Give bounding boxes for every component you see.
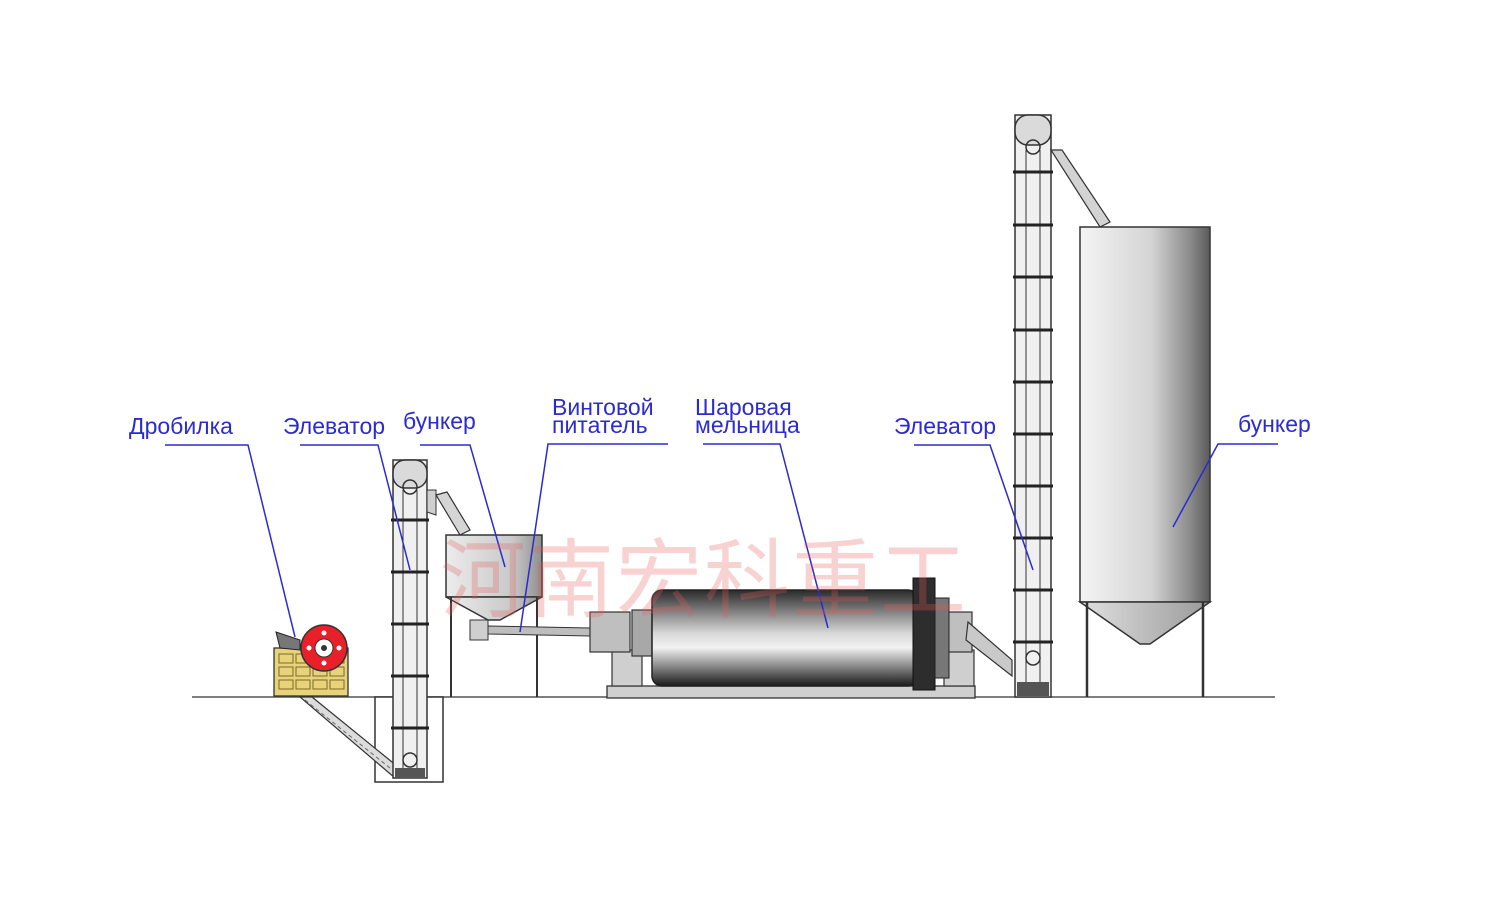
watermark: 河南宏科重工 [440, 531, 968, 631]
hopper-1 [445, 534, 543, 697]
label-crusher: Дробилка [129, 413, 233, 439]
label-hopper-1: бункер [403, 408, 476, 434]
label-elevator-2: Элеватор [894, 413, 997, 439]
label-screw-feeder-line1: Винтовой [552, 394, 654, 420]
leader-line-screw-feeder [519, 443, 668, 633]
leader-line-crusher [165, 444, 296, 638]
bucket-elevator-2 [1013, 114, 1111, 698]
leader-line-hopper-1 [420, 444, 506, 568]
label-elevator-1: Элеватор [283, 413, 386, 439]
screw-feeder [469, 619, 591, 641]
bucket-elevator-1 [391, 459, 471, 779]
label-screw-feeder-line2: питатель [552, 412, 648, 438]
label-hopper-2: бункер [1238, 411, 1311, 437]
jaw-crusher [273, 624, 349, 697]
leader-line-elevator-1 [300, 444, 411, 571]
label-ball-mill-line2: мельница [695, 412, 800, 438]
ball-mill [589, 577, 1013, 699]
leader-line-elevator-2 [914, 444, 1034, 571]
label-ball-mill-line1: Шаровая [695, 394, 792, 420]
leader-line-hopper-2 [1172, 443, 1278, 528]
silo-hopper-2 [1077, 226, 1213, 697]
leader-line-ball-mill [703, 443, 829, 629]
